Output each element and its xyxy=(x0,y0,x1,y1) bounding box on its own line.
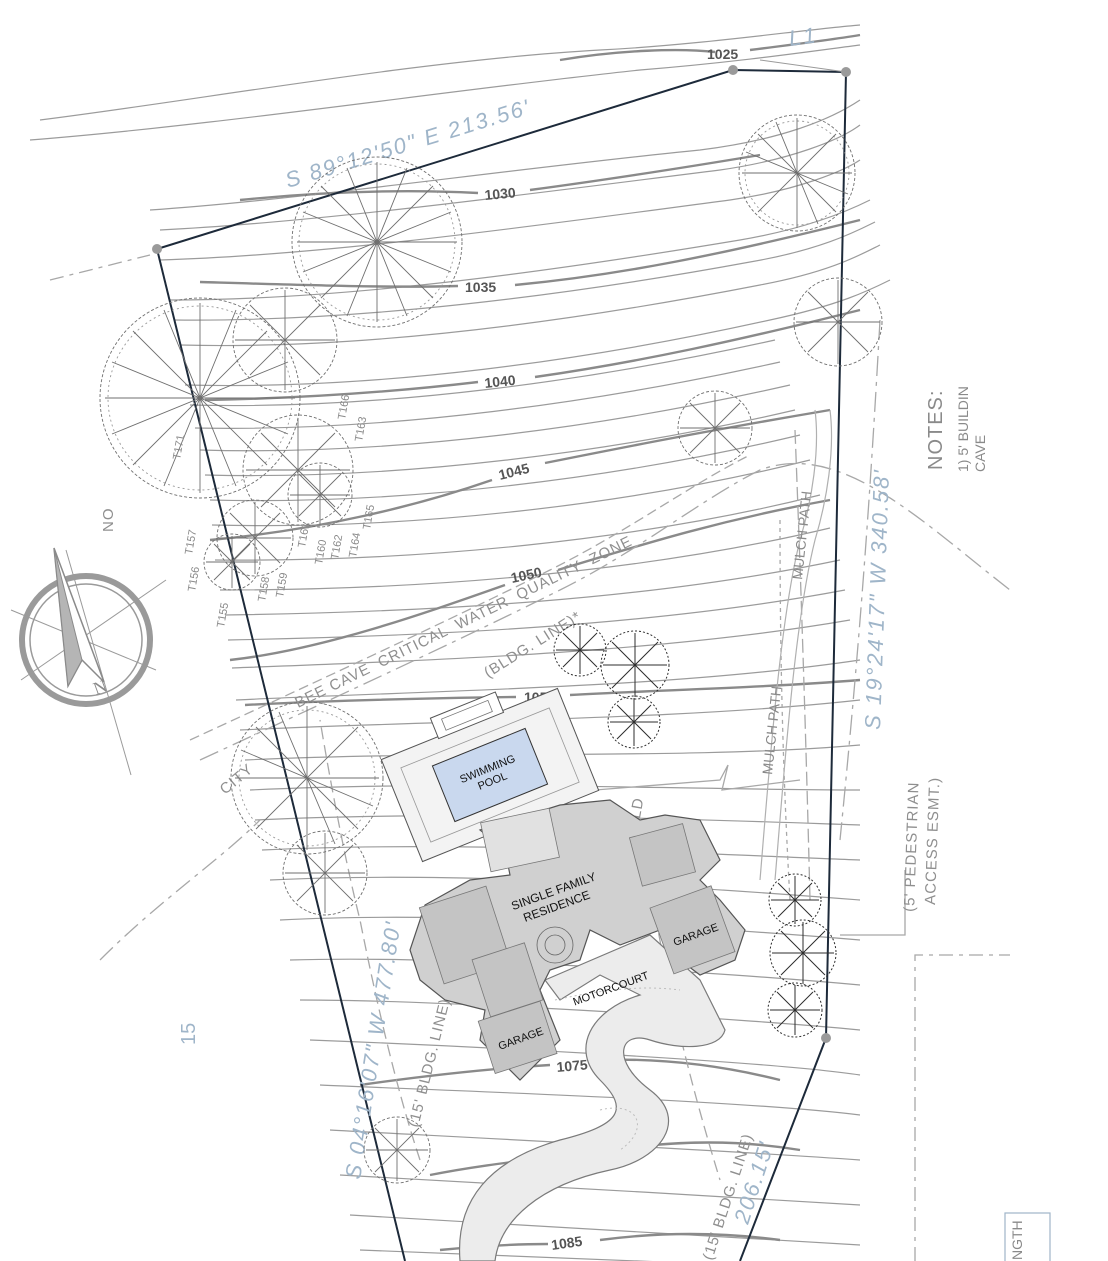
tree-tag: T166 xyxy=(336,394,352,421)
tree-icon xyxy=(767,982,823,1038)
tree-icon xyxy=(600,630,670,700)
tree-tag: T156 xyxy=(186,566,202,593)
tree-tag: T159 xyxy=(274,572,290,599)
boundary-corner-marker xyxy=(821,1033,831,1043)
contour-label-1045: 1045 xyxy=(497,460,531,483)
corner-label-l1: L1 xyxy=(787,22,819,51)
bldg-line-zone-label: (BLDG. LINE)* xyxy=(481,608,584,681)
tree-tag: T161 xyxy=(296,522,312,549)
north-partial-label: NO xyxy=(100,508,117,533)
tree-icon xyxy=(242,414,354,526)
pedestrian-easement-label: ACCESS ESMT.) xyxy=(922,777,943,906)
mulch-path-label: MULCH PATH xyxy=(789,490,814,580)
bearing-west: S 04°16'07" W 477.80' xyxy=(340,919,406,1181)
city-label: CITY xyxy=(217,761,257,799)
notes-line: 1) 5' BUILDIN xyxy=(955,386,971,472)
tree-icon xyxy=(769,919,837,987)
contour-label-1035: 1035 xyxy=(465,279,496,295)
svg-text:N: N xyxy=(91,676,110,699)
property-boundary xyxy=(152,59,851,1261)
tree-icon xyxy=(738,114,856,232)
driveway xyxy=(458,934,726,1261)
mulch-path xyxy=(759,409,833,881)
contour-label-1025: 1025 xyxy=(707,46,738,62)
tree-icon xyxy=(232,287,338,393)
tree-tag: T165 xyxy=(361,504,377,531)
tree-icon xyxy=(287,462,353,528)
contour-label-1085: 1085 xyxy=(550,1233,583,1253)
tree-icon xyxy=(553,623,607,677)
zone-lines xyxy=(49,254,1011,1261)
tree-icon xyxy=(230,701,384,855)
tree-icon xyxy=(793,277,883,367)
tree-icon xyxy=(363,1116,431,1184)
mulch-path-label: MULCH PATH xyxy=(759,685,784,775)
contour-label-1030: 1030 xyxy=(484,184,517,203)
lot-number: 15 xyxy=(178,1023,200,1045)
north-arrow-icon: N xyxy=(10,547,167,776)
tree-icon xyxy=(203,533,261,591)
tree-tag: T158 xyxy=(256,576,272,603)
tree-icon xyxy=(99,297,301,499)
boundary-corner-marker xyxy=(728,65,738,75)
tree-tag: T171 xyxy=(171,434,187,461)
tree-icon xyxy=(282,830,368,916)
tree-icon xyxy=(768,873,822,927)
pedestrian-easement-label: (5' PEDESTRIAN xyxy=(901,781,923,912)
notes-line: CAVE xyxy=(972,435,988,472)
tree-tag: T157 xyxy=(183,529,199,556)
swimming-pool: SWIMMING POOL xyxy=(380,687,600,863)
tree-icon xyxy=(677,390,753,466)
contour-label-1050: 1050 xyxy=(509,564,543,586)
tree-tag: T162 xyxy=(329,534,345,561)
tree-icon xyxy=(607,695,661,749)
bearing-east: S 19°24'17" W 340.58' xyxy=(860,468,894,730)
contour-label-1075: 1075 xyxy=(556,1056,589,1075)
notes-block: NOTES: 1) 5' BUILDIN CAVE NGTH xyxy=(925,386,1051,1261)
tree-icon xyxy=(291,156,463,328)
trees-dense xyxy=(553,623,837,1038)
tree-tag: T163 xyxy=(353,416,369,443)
contour-label-1040: 1040 xyxy=(484,372,517,391)
tree-tag: T160 xyxy=(313,539,329,566)
table-tag: NGTH xyxy=(1009,1220,1025,1260)
single-family-residence: SINGLE FAMILY RESIDENCE GARAGE GARAGE MO… xyxy=(409,799,746,1081)
bldg-line-west-label: (15' BLDG. LINE) xyxy=(405,997,453,1129)
notes-title: NOTES: xyxy=(925,390,947,470)
boundary-corner-marker xyxy=(152,244,162,254)
tree-tags: T156 T157 T155 T158 T159 T160 T161 T162 … xyxy=(171,394,377,629)
tree-icon xyxy=(216,499,294,577)
trees xyxy=(99,114,883,1184)
tree-tag: T164 xyxy=(347,532,363,559)
tree-tag: T155 xyxy=(215,602,231,629)
